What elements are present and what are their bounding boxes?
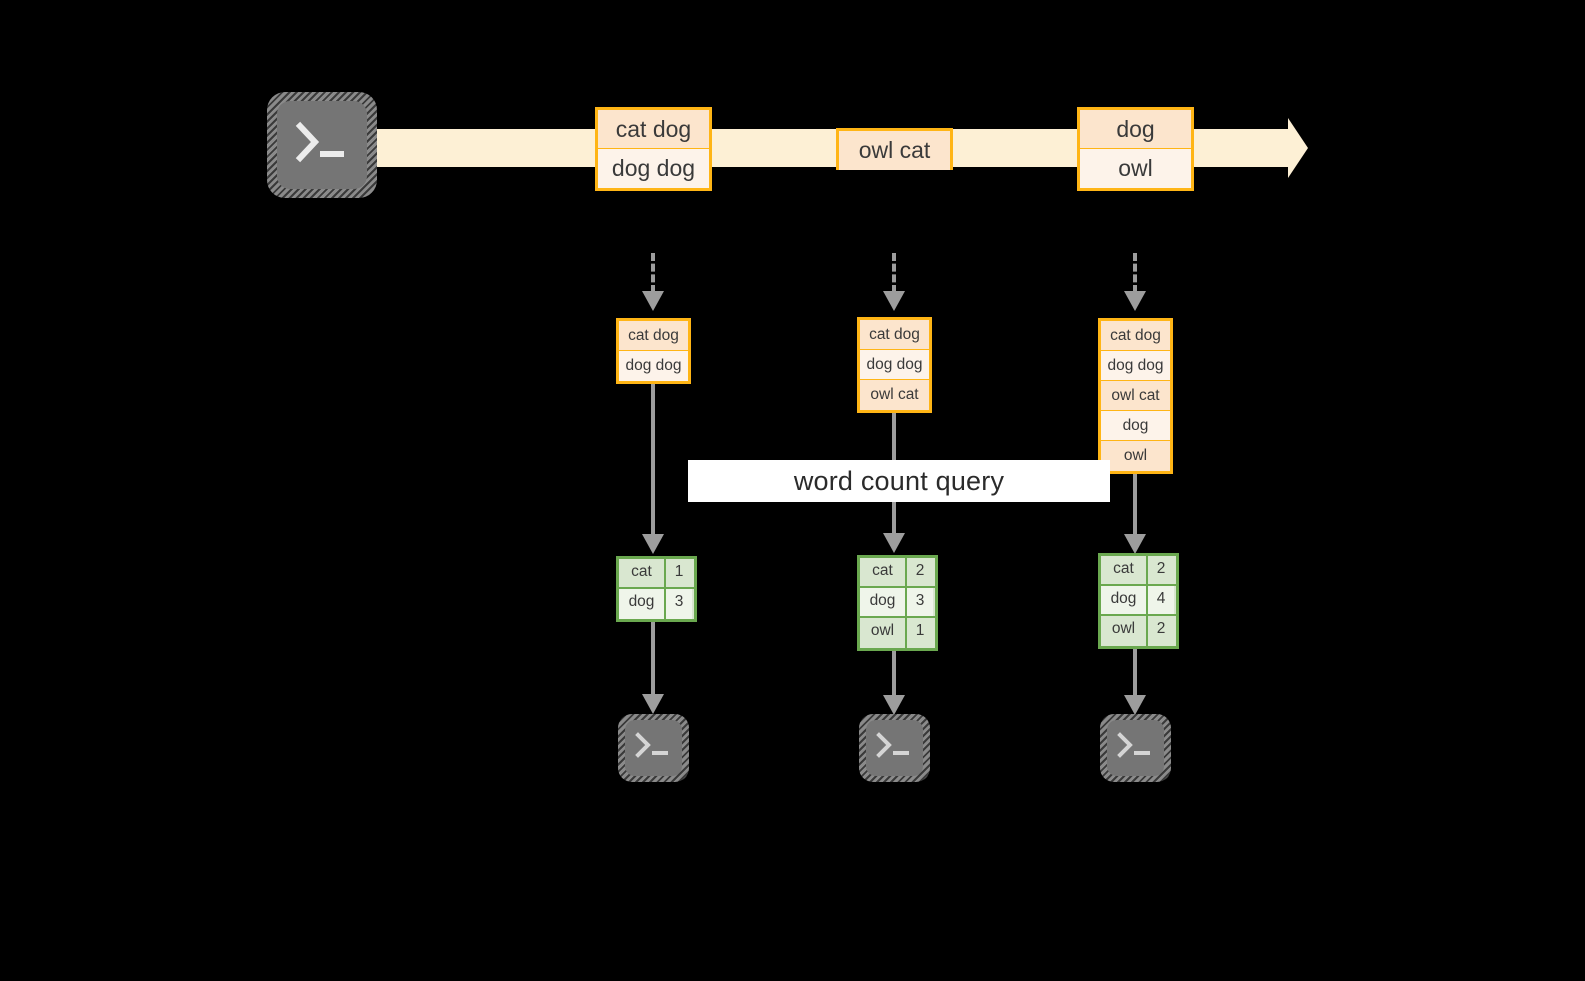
event-line: dog dog (598, 149, 709, 188)
source-terminal-icon[interactable] (267, 92, 377, 198)
snapshot-2-result-table[interactable]: cat 2 dog 3 owl 1 (857, 555, 938, 651)
table-row: owl 2 (1101, 616, 1176, 646)
snapshot-3-sink-terminal-icon[interactable] (1100, 714, 1171, 782)
event-stream-arrowhead (1288, 118, 1308, 178)
result-word: dog (619, 589, 666, 619)
event-line: owl (1080, 149, 1191, 188)
snapshot-3-trigger-arrow (1115, 253, 1155, 311)
input-row: dog dog (860, 350, 929, 380)
input-row: owl (1101, 441, 1170, 471)
snapshot-2-sink-terminal-icon[interactable] (859, 714, 930, 782)
table-row: cat 1 (619, 559, 694, 589)
input-row: cat dog (1101, 321, 1170, 351)
query-label-text: word count query (793, 465, 1005, 496)
snapshot-1-query-arrow (633, 384, 673, 556)
snapshot-2-trigger-arrow (874, 253, 914, 311)
result-count: 1 (666, 559, 692, 587)
result-word: cat (619, 559, 666, 587)
snapshot-1-trigger-arrow (633, 253, 673, 311)
result-count: 2 (1148, 616, 1174, 646)
table-row: owl 1 (860, 618, 935, 648)
input-row: dog (1101, 411, 1170, 441)
result-word: owl (1101, 616, 1148, 646)
result-count: 2 (907, 558, 933, 586)
input-row: dog dog (1101, 351, 1170, 381)
result-count: 1 (907, 618, 933, 648)
terminal-prompt-glyph (1117, 732, 1150, 758)
stream-event-1[interactable]: cat dog dog dog (595, 107, 712, 191)
result-count: 3 (666, 589, 692, 619)
snapshot-2-sink-arrow (874, 651, 914, 717)
event-line: cat dog (598, 110, 709, 149)
input-row: owl cat (860, 380, 929, 410)
snapshot-3-input-table[interactable]: cat dog dog dog owl cat dog owl (1098, 318, 1173, 474)
input-row: cat dog (860, 320, 929, 350)
snapshot-3-sink-arrow (1115, 649, 1155, 717)
stream-event-3[interactable]: dog owl (1077, 107, 1194, 191)
table-row: dog 3 (860, 588, 935, 618)
terminal-prompt-glyph (295, 121, 344, 163)
stream-event-2[interactable]: owl cat (836, 128, 953, 170)
snapshot-1-sink-arrow (633, 622, 673, 716)
table-row: dog 3 (619, 589, 694, 619)
snapshot-2-input-table[interactable]: cat dog dog dog owl cat (857, 317, 932, 413)
result-word: dog (860, 588, 907, 616)
snapshot-3-query-arrow (1115, 474, 1155, 556)
result-word: cat (1101, 556, 1148, 584)
input-row: cat dog (619, 321, 688, 351)
table-row: cat 2 (860, 558, 935, 588)
query-label-band: word count query (688, 460, 1110, 502)
table-row: cat 2 (1101, 556, 1176, 586)
terminal-prompt-glyph (876, 732, 909, 758)
input-row: owl cat (1101, 381, 1170, 411)
input-row: dog dog (619, 351, 688, 381)
terminal-prompt-glyph (635, 732, 668, 758)
event-line: owl cat (839, 131, 950, 170)
snapshot-3-result-table[interactable]: cat 2 dog 4 owl 2 (1098, 553, 1179, 649)
snapshot-1-input-table[interactable]: cat dog dog dog (616, 318, 691, 384)
table-row: dog 4 (1101, 586, 1176, 616)
result-count: 4 (1148, 586, 1174, 614)
result-word: owl (860, 618, 907, 648)
event-line: dog (1080, 110, 1191, 149)
result-word: dog (1101, 586, 1148, 614)
result-count: 3 (907, 588, 933, 616)
result-word: cat (860, 558, 907, 586)
result-count: 2 (1148, 556, 1174, 584)
snapshot-1-sink-terminal-icon[interactable] (618, 714, 689, 782)
snapshot-1-result-table[interactable]: cat 1 dog 3 (616, 556, 697, 622)
